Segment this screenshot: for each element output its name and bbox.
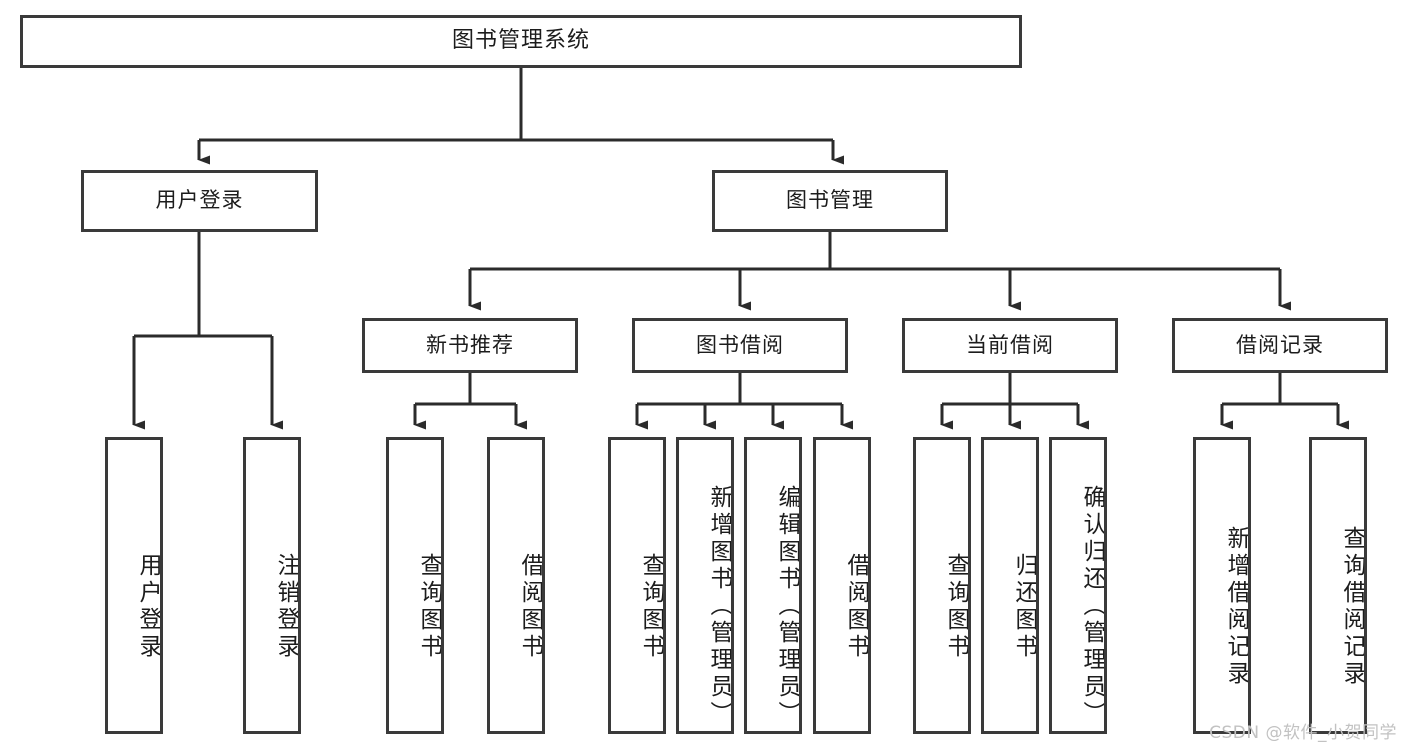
- node-current-borrow[interactable]: 当前借阅: [902, 318, 1118, 373]
- node-label: 新增借阅记录: [1223, 525, 1249, 688]
- node-label: 用户登录: [155, 188, 244, 213]
- leaf-add-borrow-record[interactable]: 新增借阅记录: [1193, 437, 1251, 734]
- node-label: 图书借阅: [696, 332, 784, 357]
- node-label: 用户登录: [135, 552, 161, 661]
- node-label: 查询图书: [638, 552, 664, 661]
- leaf-return-book[interactable]: 归还图书: [981, 437, 1039, 734]
- node-label: 注销登录: [273, 552, 299, 661]
- node-label: 查询借阅记录: [1339, 525, 1365, 688]
- node-label: 确认归还（管理员）: [1079, 485, 1105, 728]
- watermark-text: CSDN @软件_小贺同学: [1209, 723, 1397, 743]
- node-label: 归还图书: [1011, 552, 1037, 661]
- leaf-user-login[interactable]: 用户登录: [105, 437, 163, 734]
- node-label: 图书管理: [786, 188, 874, 213]
- node-label: 查询图书: [416, 552, 442, 661]
- leaf-query-borrow-record[interactable]: 查询借阅记录: [1309, 437, 1367, 734]
- node-label: 图书管理系统: [451, 28, 590, 54]
- node-root-system[interactable]: 图书管理系统: [20, 15, 1022, 68]
- node-label: 编辑图书（管理员）: [774, 485, 800, 728]
- leaf-query-book-borrow[interactable]: 查询图书: [608, 437, 666, 734]
- node-label: 借阅记录: [1236, 332, 1324, 357]
- node-label: 借阅图书: [517, 552, 543, 661]
- node-label: 查询图书: [943, 552, 969, 661]
- leaf-logout[interactable]: 注销登录: [243, 437, 301, 734]
- leaf-confirm-return-admin[interactable]: 确认归还（管理员）: [1049, 437, 1107, 734]
- leaf-borrow-book-recommend[interactable]: 借阅图书: [487, 437, 545, 734]
- node-new-book-recommend[interactable]: 新书推荐: [362, 318, 578, 373]
- node-label: 借阅图书: [843, 552, 869, 661]
- leaf-borrow-book[interactable]: 借阅图书: [813, 437, 871, 734]
- node-book-management[interactable]: 图书管理: [712, 170, 948, 232]
- node-label: 新书推荐: [426, 332, 514, 357]
- node-book-borrow[interactable]: 图书借阅: [632, 318, 848, 373]
- node-label: 新增图书（管理员）: [706, 485, 732, 728]
- leaf-edit-book-admin[interactable]: 编辑图书（管理员）: [744, 437, 802, 734]
- leaf-query-book-recommend[interactable]: 查询图书: [386, 437, 444, 734]
- node-label: 当前借阅: [966, 332, 1054, 357]
- node-borrow-record[interactable]: 借阅记录: [1172, 318, 1388, 373]
- node-user-login[interactable]: 用户登录: [81, 170, 318, 232]
- leaf-add-book-admin[interactable]: 新增图书（管理员）: [676, 437, 734, 734]
- leaf-query-book-current[interactable]: 查询图书: [913, 437, 971, 734]
